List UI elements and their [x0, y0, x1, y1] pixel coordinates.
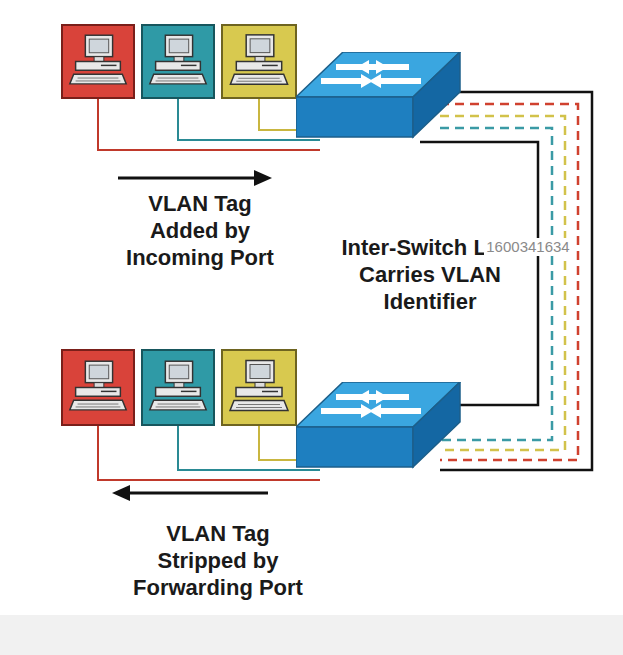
workstations: [62, 25, 296, 425]
note-text: VLAN Tag Stripped by Forwarding Port: [121, 520, 316, 601]
switch: [296, 52, 460, 137]
note-text: VLAN Tag Added by Incoming Port: [120, 190, 280, 271]
watermark: 1600341634: [484, 238, 571, 256]
switch: [296, 382, 460, 467]
bottom-band: [0, 615, 623, 655]
